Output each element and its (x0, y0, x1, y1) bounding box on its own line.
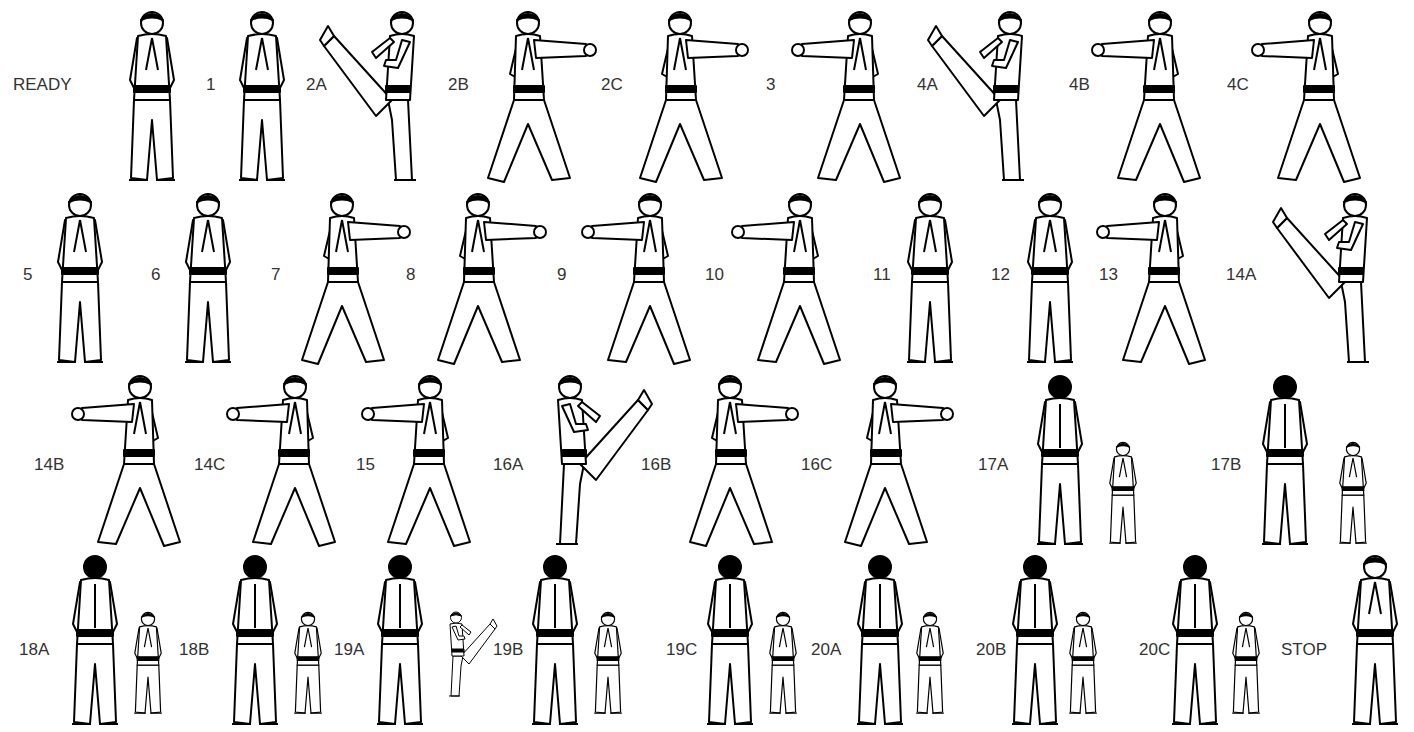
karate-figure (438, 194, 546, 364)
karate-figure (690, 376, 798, 546)
opponent-figure (1339, 442, 1367, 543)
step-number: 19B (492, 641, 524, 660)
karate-figure (129, 12, 175, 180)
karate-figure (845, 376, 953, 546)
karate-figure (556, 376, 652, 544)
step-number: 2A (305, 76, 328, 95)
step-number: 16C (800, 456, 833, 475)
step-number: 18B (178, 641, 210, 660)
step-number: 19C (665, 641, 698, 660)
step-number: 18A (18, 641, 50, 660)
step-number: 20C (1138, 641, 1171, 660)
step-number: 3 (765, 76, 776, 95)
karate-figure (302, 194, 410, 364)
karate-figure (928, 12, 1024, 180)
karate-figure (377, 556, 423, 724)
karate-figure (232, 556, 278, 724)
karate-figure (227, 376, 335, 546)
step-number: 4C (1226, 76, 1250, 95)
step-number: 10 (704, 266, 725, 285)
step-number: 6 (150, 266, 161, 285)
step-number: 14B (33, 456, 65, 475)
opponent-figure (594, 612, 622, 713)
karate-figure (320, 12, 416, 180)
step-number: 4A (916, 76, 939, 95)
step-number: STOP (1280, 641, 1328, 660)
karate-figure (732, 194, 840, 364)
step-number: 7 (270, 266, 281, 285)
opponent-figure (1232, 612, 1260, 713)
step-number: 14C (193, 456, 226, 475)
karate-figure (1027, 194, 1073, 362)
karate-figure (1172, 556, 1218, 724)
karate-figure (1097, 194, 1205, 364)
karate-figure (185, 194, 231, 362)
karate-figure (792, 12, 900, 182)
opponent-figure (134, 612, 162, 713)
step-number: 8 (405, 266, 416, 285)
step-number: 5 (22, 266, 33, 285)
step-number: 19A (333, 641, 365, 660)
opponent-figure (916, 612, 944, 713)
karate-figure (532, 556, 578, 724)
step-number: 16B (640, 456, 672, 475)
karate-figure (1352, 556, 1398, 724)
step-number: 17A (977, 456, 1009, 475)
step-number: 13 (1098, 266, 1119, 285)
step-number: 20B (975, 641, 1007, 660)
karate-figure (640, 12, 748, 182)
karate-figure (72, 556, 118, 724)
karate-figure (1273, 194, 1369, 362)
karate-figure (907, 194, 953, 362)
karate-figure (57, 194, 103, 362)
karate-figure (1252, 12, 1360, 182)
step-number: 4B (1068, 76, 1091, 95)
opponent-figure (449, 612, 497, 696)
step-number: 15 (355, 456, 376, 475)
karate-figure (582, 194, 690, 364)
step-number: 16A (492, 456, 524, 475)
step-number: 11 (872, 266, 892, 285)
karate-figure (488, 12, 596, 182)
step-number: 20A (810, 641, 842, 660)
step-number: READY (12, 76, 73, 95)
step-number: 1 (205, 76, 216, 95)
step-number: 12 (990, 266, 1011, 285)
opponent-figure (1069, 612, 1097, 713)
karate-figure (1092, 12, 1200, 182)
karate-figure (362, 376, 470, 546)
karate-figure (72, 376, 180, 546)
karate-figure (239, 12, 285, 180)
karate-figure (857, 556, 903, 724)
step-number: 17B (1210, 456, 1242, 475)
step-number: 2B (447, 76, 470, 95)
karate-figure (707, 556, 753, 724)
opponent-figure (1109, 442, 1137, 543)
karate-figure (1037, 376, 1083, 544)
karate-figure (1262, 376, 1308, 544)
opponent-figure (769, 612, 797, 713)
step-number: 2C (600, 76, 624, 95)
karate-figure (1012, 556, 1058, 724)
opponent-figure (294, 612, 322, 713)
step-number: 14A (1225, 266, 1257, 285)
step-number: 9 (556, 266, 567, 285)
